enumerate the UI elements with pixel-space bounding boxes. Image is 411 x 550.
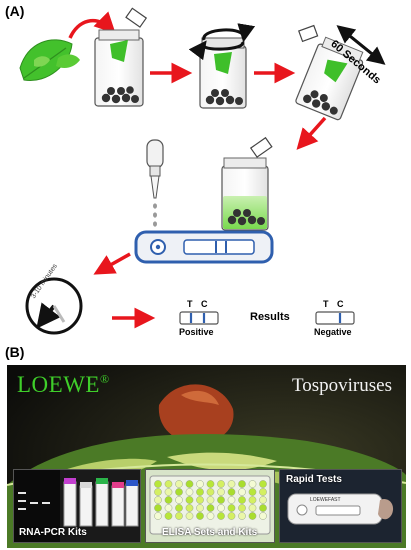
panel-a-diagram [19, 7, 386, 335]
rapid-test-device-icon [287, 493, 394, 525]
panel-b-label: (B) [5, 344, 25, 360]
elisa-well [259, 496, 267, 504]
elisa-well [175, 480, 183, 488]
inset-rna-pcr-label: RNA-PCR Kits [19, 527, 87, 538]
device-brand-text: LOEWEFAST [310, 497, 341, 503]
elisa-well [206, 512, 215, 520]
elisa-well [238, 504, 246, 512]
elisa-well [248, 496, 257, 504]
inset-elisa: ELISA Sets and Kits [145, 469, 275, 543]
elisa-well [217, 512, 225, 520]
results-label: Results [250, 311, 290, 323]
elisa-well [217, 504, 225, 512]
inset-rna-pcr: RNA-PCR Kits [13, 469, 141, 543]
elisa-well [248, 488, 257, 496]
elisa-well [154, 496, 162, 504]
elisa-well [154, 512, 162, 520]
elisa-well [154, 480, 162, 488]
extraction-tube-1 [94, 7, 148, 107]
elisa-well [175, 488, 183, 496]
elisa-well [259, 512, 267, 520]
elisa-well [185, 504, 194, 512]
elisa-well [248, 512, 257, 520]
elisa-well [164, 480, 173, 488]
elisa-well [217, 480, 225, 488]
elisa-well [185, 480, 194, 488]
positive-strip [179, 311, 219, 325]
elisa-well [185, 488, 194, 496]
elisa-well [164, 512, 173, 520]
sample-tube [221, 136, 273, 231]
elisa-well [154, 488, 162, 496]
pipette-icon [146, 139, 164, 227]
elisa-well [164, 496, 173, 504]
elisa-well [196, 496, 204, 504]
extraction-tube-2 [199, 37, 247, 109]
rotate-icon [188, 23, 256, 61]
elisa-well [164, 504, 173, 512]
inset-elisa-label: ELISA Sets and Kits [162, 527, 258, 538]
inset-rapid-tests: Rapid Tests LOEWEFAST [279, 469, 402, 543]
elisa-well [248, 504, 257, 512]
extraction-tube-3 [295, 36, 364, 121]
elisa-well [227, 480, 236, 488]
negative-t-label: T [323, 299, 329, 309]
brand-logo: LOEWE® [17, 372, 110, 397]
elisa-well [227, 512, 236, 520]
elisa-well [217, 496, 225, 504]
elisa-plate-icon [149, 475, 271, 535]
elisa-well [259, 480, 267, 488]
elisa-well [185, 512, 194, 520]
elisa-well [196, 512, 204, 520]
arrow-step-3 [296, 116, 327, 150]
negative-c-label: C [337, 299, 344, 309]
elisa-well [238, 480, 246, 488]
elisa-well [238, 496, 246, 504]
arrow-step-4 [93, 252, 131, 275]
timer-arrow [336, 25, 386, 65]
elisa-well [196, 480, 204, 488]
positive-c-label: C [201, 299, 208, 309]
elisa-well [154, 504, 162, 512]
positive-label: Positive [179, 327, 214, 337]
elisa-well [227, 504, 236, 512]
gel-and-tubes-icon [14, 470, 139, 542]
elisa-well [259, 488, 267, 496]
elisa-well [206, 488, 215, 496]
clock-icon [25, 277, 83, 335]
elisa-well [164, 488, 173, 496]
elisa-well [196, 504, 204, 512]
elisa-well [175, 504, 183, 512]
elisa-well [185, 496, 194, 504]
elisa-well [175, 512, 183, 520]
negative-strip [315, 311, 355, 325]
elisa-well [206, 480, 215, 488]
elisa-well [238, 512, 246, 520]
elisa-well [206, 504, 215, 512]
negative-label: Negative [314, 327, 352, 337]
elisa-well [175, 496, 183, 504]
elisa-well [206, 496, 215, 504]
elisa-well [196, 488, 204, 496]
elisa-well [227, 488, 236, 496]
elisa-well [248, 480, 257, 488]
elisa-well [227, 496, 236, 504]
product-photo: LOEWE® Tospoviruses RNA-PCR Kits ELISA S… [7, 365, 406, 548]
leaf-icon [19, 39, 80, 81]
photo-title: Tospoviruses [291, 375, 392, 396]
panel-a-label: (A) [5, 3, 25, 19]
arrow-leaf-to-tube [68, 11, 116, 39]
test-cassette [134, 230, 274, 264]
elisa-well [217, 488, 225, 496]
elisa-well [238, 488, 246, 496]
inset-rapid-tests-label: Rapid Tests [286, 474, 342, 485]
elisa-well [259, 504, 267, 512]
positive-t-label: T [187, 299, 193, 309]
